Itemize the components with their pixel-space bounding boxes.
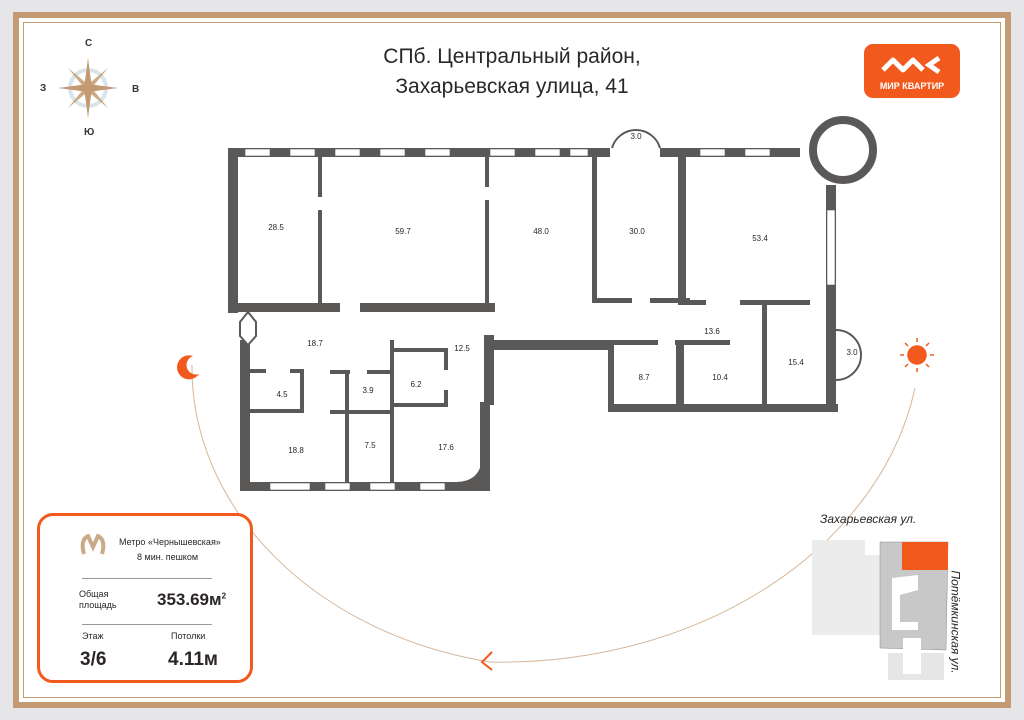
sun-icon [900,338,934,372]
divider [82,624,212,625]
total-area-label-2: площадь [79,600,117,610]
room-area-label: 3.0 [630,132,642,141]
total-area-value: 353.69м2 [157,590,226,610]
total-area-label-1: Общая [79,589,109,599]
room-area-label: 12.5 [454,344,470,353]
area-number: 353.69м [157,590,222,609]
location-map [812,540,949,680]
address-title-line2: Захарьевская улица, 41 [395,75,629,98]
room-area-label: 7.5 [364,441,376,450]
apartment-location-highlight [902,542,948,570]
ceiling-label: Потолки [171,631,206,641]
apartment-info-card: Метро «Чернышевская» 8 мин. пешком Общая… [37,513,253,683]
room-area-label: 6.2 [410,380,422,389]
room-area-label: 13.6 [704,327,720,336]
room-area-label: 18.7 [307,339,323,348]
street-label-potemkinskaya: Потёмкинская ул. [948,570,963,674]
area-unit-sup: 2 [221,591,227,601]
room-area-label: 10.4 [712,373,728,382]
logo-text: МИР КВАРТИР [879,81,945,91]
address-title-line1: СПб. Центральный район, [383,45,641,68]
compass-east: В [132,84,140,95]
room-area-label: 8.7 [638,373,650,382]
room-area-label: 48.0 [533,227,549,236]
ceiling-value: 4.11м [168,649,218,670]
moon-icon [177,355,199,380]
compass-north: С [85,38,93,49]
logo-mark-icon [881,55,941,75]
street-label-zakharyevskaya: Захарьевская ул. [820,512,917,526]
brand-logo: МИР КВАРТИР [864,44,960,98]
room-area-label: 3.9 [362,386,374,395]
room-area-label: 59.7 [395,227,411,236]
floor-label: Этаж [82,631,104,641]
room-area-label: 4.5 [276,390,288,399]
room-area-label: 30.0 [629,227,645,236]
room-area-label: 17.6 [438,443,454,452]
room-area-label: 15.4 [788,358,804,367]
metro-walk-time: 8 мин. пешком [137,552,199,562]
room-area-label: 18.8 [288,446,304,455]
compass-rose-icon [58,58,118,118]
floor-value: 3/6 [80,649,107,670]
compass-south: Ю [84,127,95,138]
divider [82,578,212,579]
metro-station: Метро «Чернышевская» [119,537,221,547]
compass-west: З [40,83,47,94]
metro-logo-icon [80,534,106,555]
direction-arrow-icon [480,651,493,671]
room-area-label: 53.4 [752,234,768,243]
frame-inner-line [23,22,1001,698]
room-area-label: 28.5 [268,223,284,232]
room-area-label: 3.0 [846,348,858,357]
